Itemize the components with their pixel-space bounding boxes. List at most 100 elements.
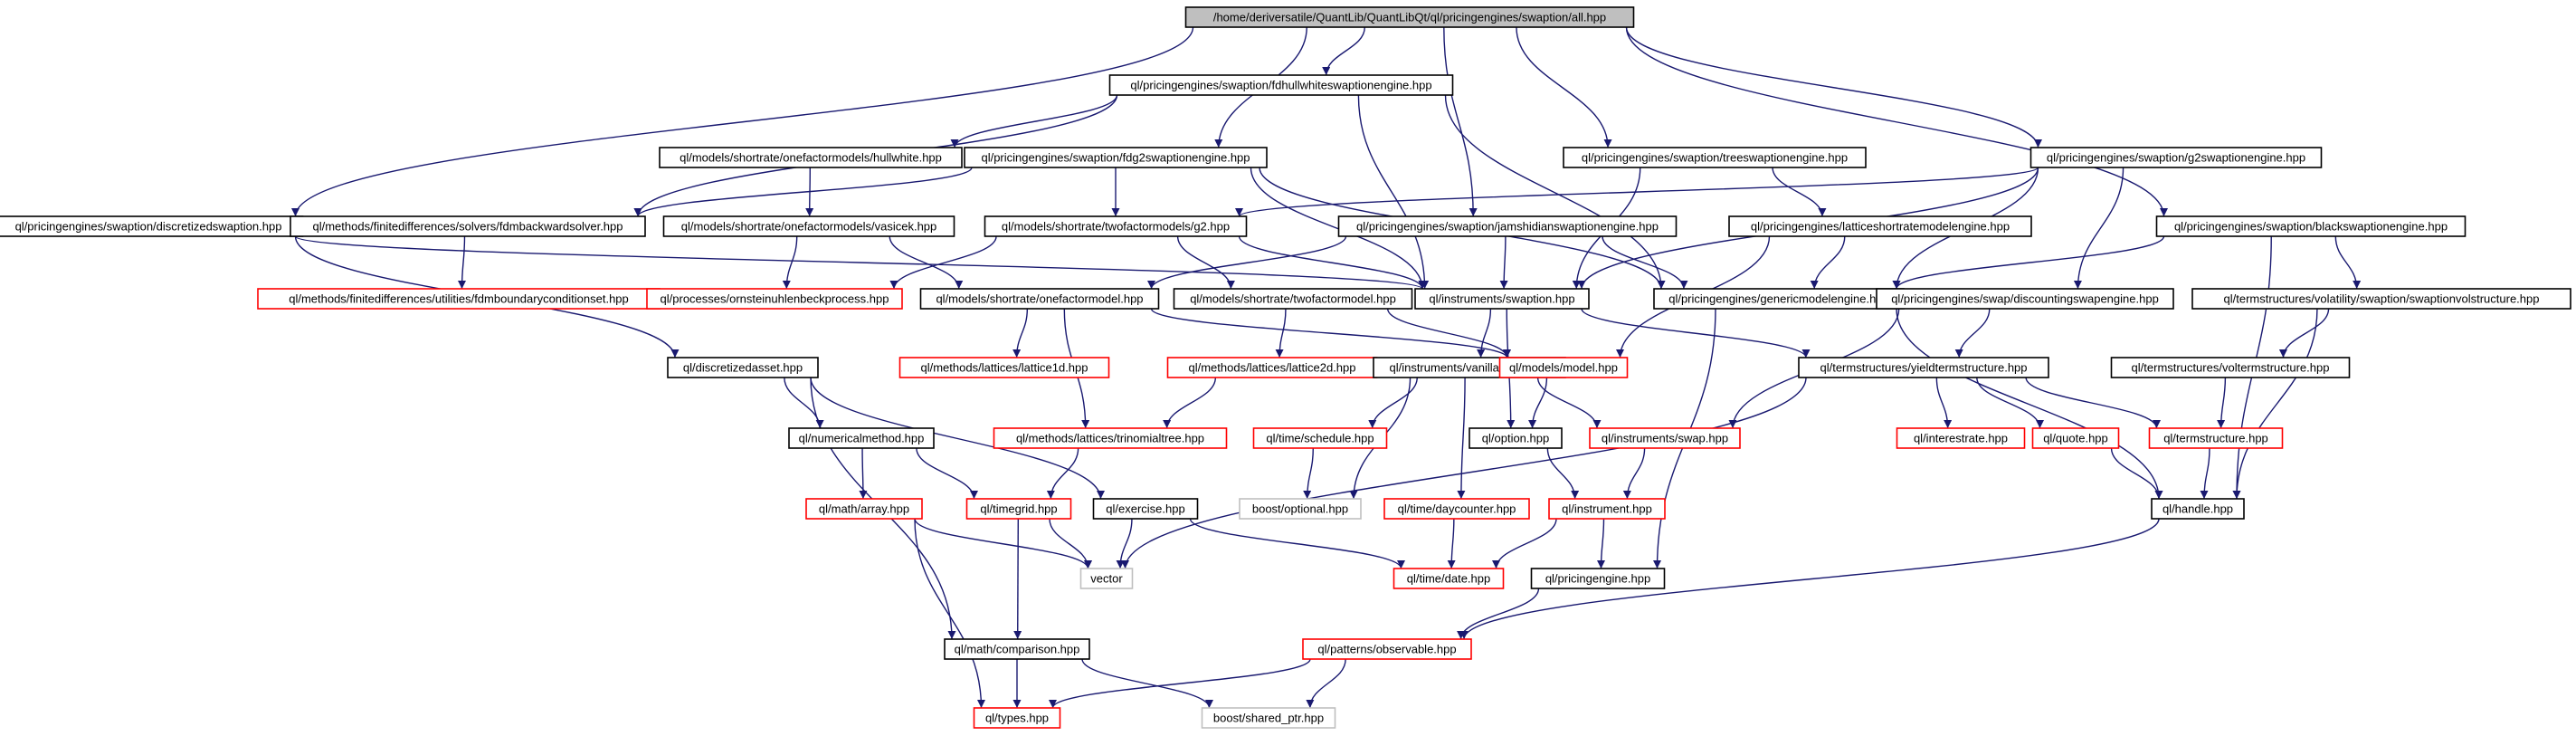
node-label: ql/methods/lattices/trinomialtree.hpp — [1016, 432, 1204, 445]
node-observable[interactable]: ql/patterns/observable.hpp — [1302, 638, 1472, 660]
node-fdmback[interactable]: ql/methods/finitedifferences/solvers/fdm… — [290, 215, 646, 237]
edge-fdg2-to-swaption — [1250, 167, 1427, 290]
node-root[interactable]: /home/deriversatile/QuantLib/QuantLibQt/… — [1184, 6, 1635, 28]
node-option[interactable]: ql/option.hpp — [1469, 427, 1563, 449]
node-lattice1d[interactable]: ql/methods/lattices/lattice1d.hpp — [898, 357, 1110, 378]
node-label: ql/pricingengines/swaption/fdhullwhitesw… — [1130, 79, 1431, 92]
node-label: ql/timegrid.hpp — [980, 502, 1057, 516]
edge-yieldts-to-interestrate — [1935, 377, 1953, 429]
node-interestrate[interactable]: ql/interestrate.hpp — [1896, 427, 2026, 449]
node-box — [1798, 357, 2049, 378]
node-discswaption[interactable]: ql/pricingengines/swaption/discretizedsw… — [0, 215, 304, 237]
edge-root-to-g2eng — [1625, 26, 2042, 148]
edge-g2-to-ou — [889, 235, 997, 290]
node-discasset[interactable]: ql/discretizedasset.hpp — [667, 357, 819, 378]
node-box — [1876, 288, 2174, 310]
node-box — [1302, 638, 1472, 660]
node-label: ql/models/model.hpp — [1509, 361, 1618, 375]
node-vasicek[interactable]: ql/models/shortrate/onefactormodels/vasi… — [662, 215, 955, 237]
node-twofactor[interactable]: ql/models/shortrate/twofactormodel.hpp — [1173, 288, 1413, 310]
edge-onefactor-to-model — [1150, 308, 1511, 358]
node-jamshidian[interactable]: ql/pricingengines/swaption/jamshidianswa… — [1337, 215, 1678, 237]
node-label: ql/pricingengines/swaption/g2swaptioneng… — [2047, 151, 2305, 165]
node-box — [919, 288, 1160, 310]
node-label: ql/models/shortrate/onefactormodel.hpp — [936, 292, 1143, 306]
edge-comparison-to-sharedptr — [1081, 658, 1213, 709]
node-types[interactable]: ql/types.hpp — [973, 707, 1061, 729]
node-handle[interactable]: ql/handle.hpp — [2151, 498, 2245, 520]
edge-termstructure-to-handle — [2200, 447, 2210, 500]
node-trinomial[interactable]: ql/methods/lattices/trinomialtree.hpp — [993, 427, 1228, 449]
node-g2eng[interactable]: ql/pricingengines/swaption/g2swaptioneng… — [2029, 147, 2323, 168]
node-yieldts[interactable]: ql/termstructures/yieldtermstructure.hpp — [1798, 357, 2049, 378]
node-label: ql/termstructure.hpp — [2163, 432, 2268, 445]
node-swaption[interactable]: ql/instruments/swaption.hpp — [1414, 288, 1590, 310]
edge-pricingengine-to-observable — [1457, 588, 1540, 640]
node-label: ql/pricingengines/swaption/treeswaptione… — [1582, 151, 1848, 165]
node-label: ql/pricingengines/swaption/fdg2swaptione… — [981, 151, 1250, 165]
node-label: ql/time/schedule.hpp — [1266, 432, 1374, 445]
node-label: ql/termstructures/voltermstructure.hpp — [2132, 361, 2330, 375]
node-volts[interactable]: ql/termstructures/voltermstructure.hpp — [2110, 357, 2351, 378]
edge-tree-to-lattsr — [1772, 167, 1827, 217]
node-pricingengine[interactable]: ql/pricingengine.hpp — [1530, 568, 1666, 589]
node-nummethod[interactable]: ql/numericalmethod.hpp — [788, 427, 935, 449]
edge-vanillaswap-to-daycounter — [1457, 377, 1466, 500]
edge-generic-to-handle — [1896, 308, 2163, 500]
node-daycounter[interactable]: ql/time/daycounter.hpp — [1383, 498, 1530, 520]
node-exercise[interactable]: ql/exercise.hpp — [1092, 498, 1199, 520]
edge-root-to-discswaption — [291, 26, 1194, 217]
node-comparison[interactable]: ql/math/comparison.hpp — [944, 638, 1090, 660]
edge-black-to-generic — [1892, 235, 2165, 290]
node-box — [2031, 427, 2120, 449]
edge-instrument-to-date — [1492, 518, 1557, 569]
node-box — [1589, 427, 1741, 449]
node-timegrid[interactable]: ql/timegrid.hpp — [965, 498, 1072, 520]
node-model[interactable]: ql/models/model.hpp — [1498, 357, 1629, 378]
node-label: ql/types.hpp — [985, 712, 1049, 725]
edge-volts-to-termstructure — [2217, 377, 2227, 429]
node-fdhw[interactable]: ql/pricingengines/swaption/fdhullwhitesw… — [1108, 74, 1454, 96]
edge-root-to-fdhw — [1322, 26, 1365, 76]
edge-observable-to-types — [1049, 658, 1311, 709]
node-label: ql/time/date.hpp — [1407, 572, 1491, 586]
node-swvolstruct[interactable]: ql/termstructures/volatility/swaption/sw… — [2191, 288, 2571, 310]
node-g2[interactable]: ql/models/shortrate/twofactormodels/g2.h… — [984, 215, 1248, 237]
node-generic[interactable]: ql/pricingengines/genericmodelengine.hpp — [1653, 288, 1905, 310]
node-box — [984, 215, 1248, 237]
node-layer: /home/deriversatile/QuantLib/QuantLibQt/… — [0, 6, 2571, 729]
node-fdmbound[interactable]: ql/methods/finitedifferences/utilities/f… — [257, 288, 661, 310]
edge-layer — [291, 26, 2362, 709]
node-quote[interactable]: ql/quote.hpp — [2031, 427, 2120, 449]
node-hullwhite[interactable]: ql/models/shortrate/onefactormodels/hull… — [659, 147, 963, 168]
node-box — [2151, 498, 2245, 520]
node-label: ql/pricingengines/swaption/jamshidianswa… — [1356, 220, 1659, 234]
edge-root-to-tree — [1516, 26, 1612, 148]
node-label: ql/models/shortrate/twofactormodels/g2.h… — [1002, 220, 1230, 234]
node-box — [1563, 147, 1867, 168]
edge-exercise-to-vector — [1116, 518, 1133, 569]
node-box — [1239, 498, 1362, 520]
node-swap[interactable]: ql/instruments/swap.hpp — [1589, 427, 1741, 449]
node-fdg2[interactable]: ql/pricingengines/swaption/fdg2swaptione… — [964, 147, 1268, 168]
node-date[interactable]: ql/time/date.hpp — [1393, 568, 1505, 589]
edge-trinomial-to-timegrid — [1046, 447, 1079, 500]
node-onefactor[interactable]: ql/models/shortrate/onefactormodel.hpp — [919, 288, 1160, 310]
node-discswapeng[interactable]: ql/pricingengines/swap/discountingswapen… — [1876, 288, 2174, 310]
node-schedule[interactable]: ql/time/schedule.hpp — [1252, 427, 1388, 449]
node-ou[interactable]: ql/processes/ornsteinuhlenbeckprocess.hp… — [646, 288, 903, 310]
node-array[interactable]: ql/math/array.hpp — [805, 498, 923, 520]
node-tree[interactable]: ql/pricingengines/swaption/treeswaptione… — [1563, 147, 1867, 168]
edge-instrument-to-pricingengine — [1597, 518, 1606, 569]
node-box — [646, 288, 903, 310]
node-termstructure[interactable]: ql/termstructure.hpp — [2148, 427, 2284, 449]
node-vector: vector — [1079, 568, 1134, 589]
edge-vanillaswap-to-schedule — [1368, 377, 1418, 429]
node-lattsr[interactable]: ql/pricingengines/latticeshortratemodele… — [1728, 215, 2032, 237]
edge-option-to-instrument — [1546, 447, 1580, 500]
node-box — [1548, 498, 1666, 520]
node-black[interactable]: ql/pricingengines/swaption/blackswaption… — [2155, 215, 2467, 237]
node-instrument[interactable]: ql/instrument.hpp — [1548, 498, 1666, 520]
node-box — [290, 215, 646, 237]
node-lattice2d[interactable]: ql/methods/lattices/lattice2d.hpp — [1166, 357, 1378, 378]
